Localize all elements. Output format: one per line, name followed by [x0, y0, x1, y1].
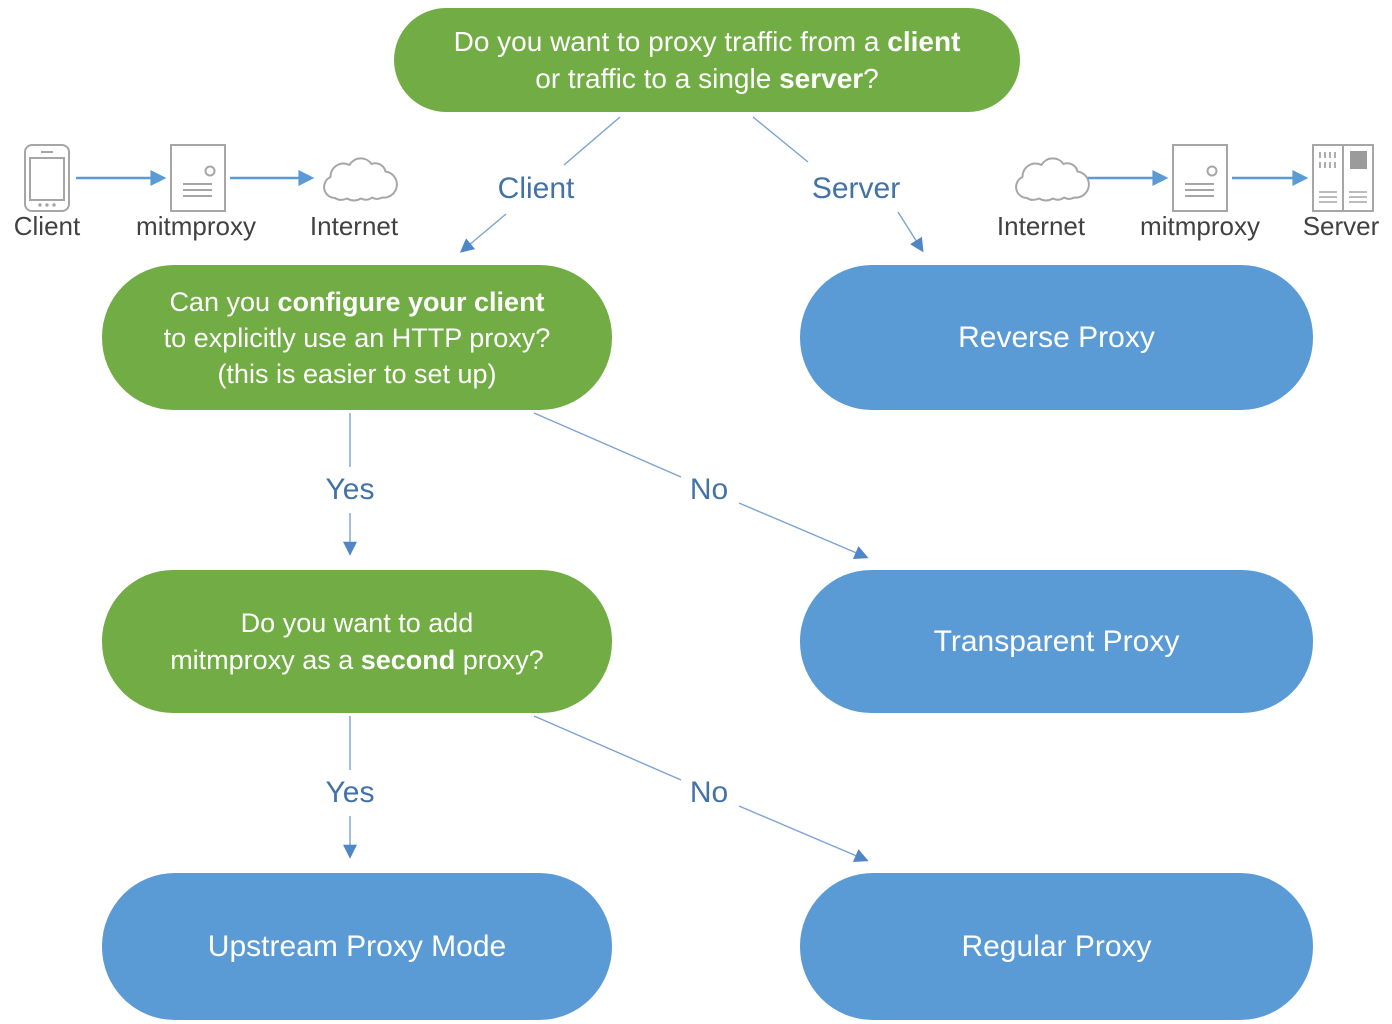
- connector-server-seg1: [752, 116, 809, 163]
- outcome-regular-proxy-label: Regular Proxy: [961, 929, 1152, 963]
- node-question-configure-client: Can you configure your client to explici…: [102, 265, 612, 410]
- connector-server-seg2: [897, 211, 924, 253]
- branch-label-client: Client: [489, 172, 583, 206]
- branch-label-no-1: No: [681, 473, 737, 507]
- icon-label-mitmproxy-left: mitmproxy: [136, 211, 256, 241]
- connector-client-seg1: [563, 116, 621, 166]
- connector-lines: [343, 116, 924, 863]
- question-second-line1: Do you want to add: [240, 607, 474, 638]
- node-outcome-regular-proxy: Regular Proxy: [800, 873, 1313, 1020]
- question-configure-line1: Can you configure your client: [169, 286, 545, 317]
- node-outcome-reverse-proxy: Reverse Proxy: [800, 265, 1313, 410]
- cloud-icon: [1015, 157, 1090, 202]
- node-question-second-proxy: Do you want to add mitmproxy as a second…: [102, 570, 612, 713]
- outcome-transparent-proxy-label: Transparent Proxy: [933, 624, 1180, 658]
- icon-label-server: Server: [1302, 211, 1380, 241]
- question-configure-line2: to explicitly use an HTTP proxy?: [163, 322, 551, 353]
- question-second-line2: mitmproxy as a second proxy?: [170, 644, 544, 675]
- root-question-line1: Do you want to proxy traffic from a clie…: [453, 26, 961, 57]
- phone-icon: [24, 144, 70, 212]
- connector-client-seg2: [459, 213, 507, 253]
- connector-no1-seg2: [738, 502, 869, 560]
- server-icon: [1172, 144, 1228, 212]
- connector-no2-seg2: [738, 805, 869, 863]
- node-outcome-upstream-proxy-mode: Upstream Proxy Mode: [102, 873, 612, 1020]
- icon-label-internet-left: Internet: [309, 211, 399, 241]
- outcome-upstream-proxy-label: Upstream Proxy Mode: [207, 929, 507, 963]
- icon-label-mitmproxy-right: mitmproxy: [1140, 211, 1260, 241]
- root-question-line2: or traffic to a single server?: [535, 63, 879, 94]
- icon-label-client: Client: [13, 211, 81, 241]
- branch-label-yes-2: Yes: [317, 776, 383, 810]
- branch-label-server: Server: [803, 172, 909, 206]
- server-icon: [170, 144, 226, 212]
- node-root-question: Do you want to proxy traffic from a clie…: [394, 8, 1020, 112]
- branch-label-no-2: No: [681, 776, 737, 810]
- connector-no2-seg1: [533, 715, 682, 781]
- question-configure-line3: (this is easier to set up): [217, 358, 497, 389]
- node-outcome-transparent-proxy: Transparent Proxy: [800, 570, 1313, 713]
- cloud-icon: [323, 157, 398, 202]
- outcome-reverse-proxy-label: Reverse Proxy: [958, 320, 1155, 354]
- connector-no1-seg1: [533, 412, 682, 478]
- icon-label-internet-right: Internet: [996, 211, 1086, 241]
- branch-label-yes-1: Yes: [317, 473, 383, 507]
- rack-icon: [1312, 144, 1374, 212]
